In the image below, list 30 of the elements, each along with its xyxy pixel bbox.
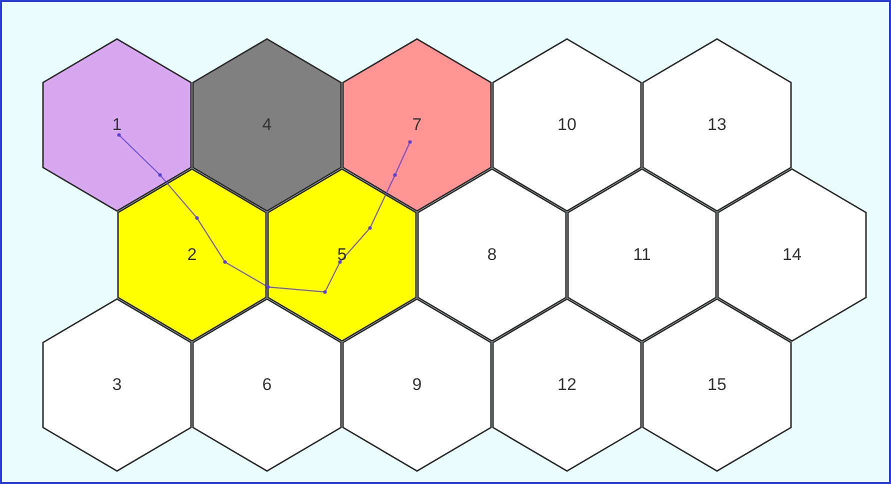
hexagon bbox=[192, 38, 342, 212]
hexagon bbox=[192, 298, 342, 472]
hexagon bbox=[717, 168, 867, 342]
hex-number: 5 bbox=[337, 244, 347, 266]
hexagon bbox=[267, 168, 417, 342]
hexagon bbox=[42, 298, 192, 472]
hexagon bbox=[492, 298, 642, 472]
hex-number: 15 bbox=[708, 374, 726, 396]
hex-number: 7 bbox=[412, 114, 422, 136]
hex-number: 4 bbox=[262, 114, 272, 136]
hex-number: 13 bbox=[708, 114, 726, 136]
hex-number: 1 bbox=[112, 114, 122, 136]
hexagon bbox=[342, 38, 492, 212]
hexagon bbox=[642, 298, 792, 472]
hex-number: 3 bbox=[112, 374, 122, 396]
hexagon bbox=[417, 168, 567, 342]
hexagon bbox=[492, 38, 642, 212]
hex-number: 11 bbox=[633, 244, 651, 266]
hex-number: 2 bbox=[187, 244, 197, 266]
hexagon bbox=[117, 168, 267, 342]
hexagon bbox=[642, 38, 792, 212]
hex-number: 12 bbox=[558, 374, 576, 396]
hexagon bbox=[567, 168, 717, 342]
hex-number: 14 bbox=[782, 244, 802, 266]
hexagon bbox=[342, 298, 492, 472]
hex-number: 8 bbox=[487, 244, 497, 266]
hex-number: 9 bbox=[412, 374, 422, 396]
hex-number: 6 bbox=[262, 374, 272, 396]
hex-number: 10 bbox=[558, 114, 576, 136]
hexagon bbox=[42, 38, 192, 212]
